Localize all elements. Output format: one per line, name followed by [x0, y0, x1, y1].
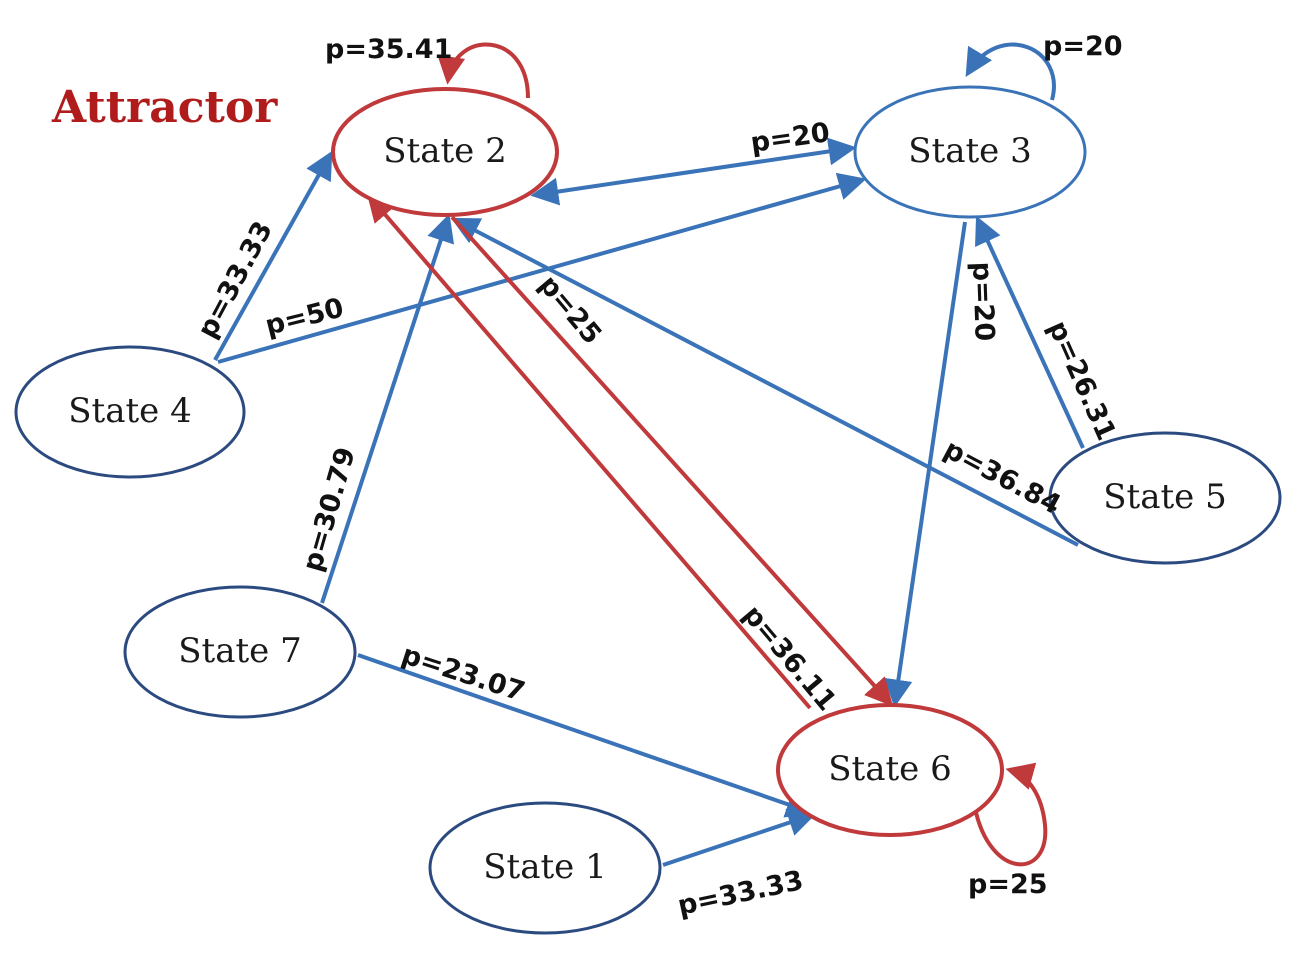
edge-label-state6-state2: p=36.11: [737, 600, 843, 717]
state-node-2-label: State 2: [383, 131, 506, 171]
edge-label-state3-state6: p=20: [966, 261, 1000, 342]
edge-state5-state2: [450, 217, 1079, 547]
edge-state2-state6: [450, 215, 894, 707]
edge-label-state4-state3: p=50: [262, 292, 347, 341]
edge-state7-state2: [320, 213, 455, 604]
edge-state3-state6: [884, 221, 967, 708]
edge-state3-self-loop: [965, 42, 1056, 101]
state-node-7-label: State 7: [178, 631, 301, 671]
edge-state6-state2: [366, 193, 812, 710]
state-node-4-label: State 4: [68, 391, 191, 431]
state-node-6-label: State 6: [828, 749, 951, 789]
state-node-4[interactable]: State 4: [14, 345, 246, 479]
edge-label-state1-state6: p=33.33: [675, 865, 806, 922]
state-node-1[interactable]: State 1: [428, 801, 662, 935]
edge-state2-self-loop: [437, 42, 530, 99]
edge-label-state2-self: p=35.41: [325, 34, 452, 65]
edge-state1-state6: [662, 809, 817, 867]
state-node-5[interactable]: State 5: [1048, 431, 1282, 565]
state-node-2[interactable]: State 2: [331, 87, 559, 217]
state-node-7[interactable]: State 7: [123, 585, 357, 719]
edge-state7-state6: [357, 653, 815, 818]
edge-state5-state3: [975, 215, 1085, 449]
attractor-title: Attractor: [51, 82, 278, 133]
state-node-1-label: State 1: [483, 847, 606, 887]
state-node-5-label: State 5: [1103, 477, 1226, 517]
state-node-6[interactable]: State 6: [776, 703, 1004, 837]
edge-state6-self-loop: [973, 762, 1048, 867]
edge-state4-state3: [217, 172, 867, 364]
state-node-3-label: State 3: [908, 131, 1031, 171]
edge-label-state7-state6: p=23.07: [398, 639, 529, 708]
edge-state4-state2: [213, 150, 333, 361]
state-node-3[interactable]: State 3: [853, 85, 1087, 219]
edge-label-state3-self: p=20: [1043, 31, 1123, 62]
edge-label-state6-self: p=25: [968, 869, 1048, 900]
edge-label-state5-state2: p=36.84: [939, 434, 1066, 521]
edge-state3-state2: [530, 137, 857, 206]
